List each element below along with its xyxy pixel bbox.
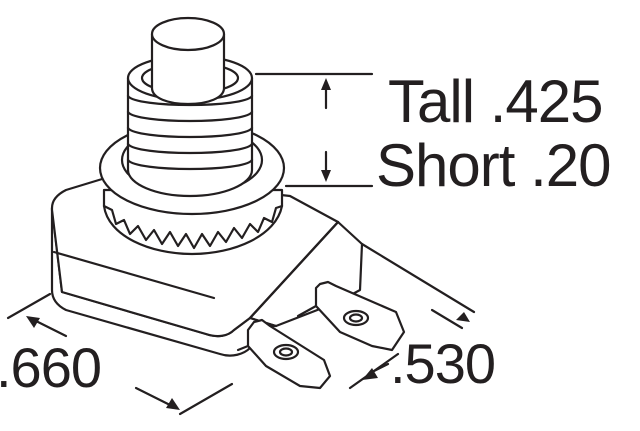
dimension-label-short: Short .20 xyxy=(376,132,611,199)
arrowhead-right xyxy=(166,398,180,410)
plunger xyxy=(150,16,226,106)
dimension-label-depth: .530 xyxy=(390,332,496,395)
terminal-front xyxy=(236,318,332,390)
arrowhead-up xyxy=(321,78,331,90)
dimension-height xyxy=(254,72,374,188)
arrowhead-left xyxy=(26,316,40,328)
terminal-rear xyxy=(296,280,406,352)
arrowhead-depth-top xyxy=(456,312,470,322)
arrowhead-depth-bottom xyxy=(362,368,378,380)
dimension-label-tall: Tall .425 xyxy=(388,68,603,135)
arrowhead-down xyxy=(321,170,331,182)
dimension-label-width: .660 xyxy=(0,336,102,399)
dimension-depth xyxy=(348,242,476,390)
dimension-width xyxy=(6,292,234,416)
